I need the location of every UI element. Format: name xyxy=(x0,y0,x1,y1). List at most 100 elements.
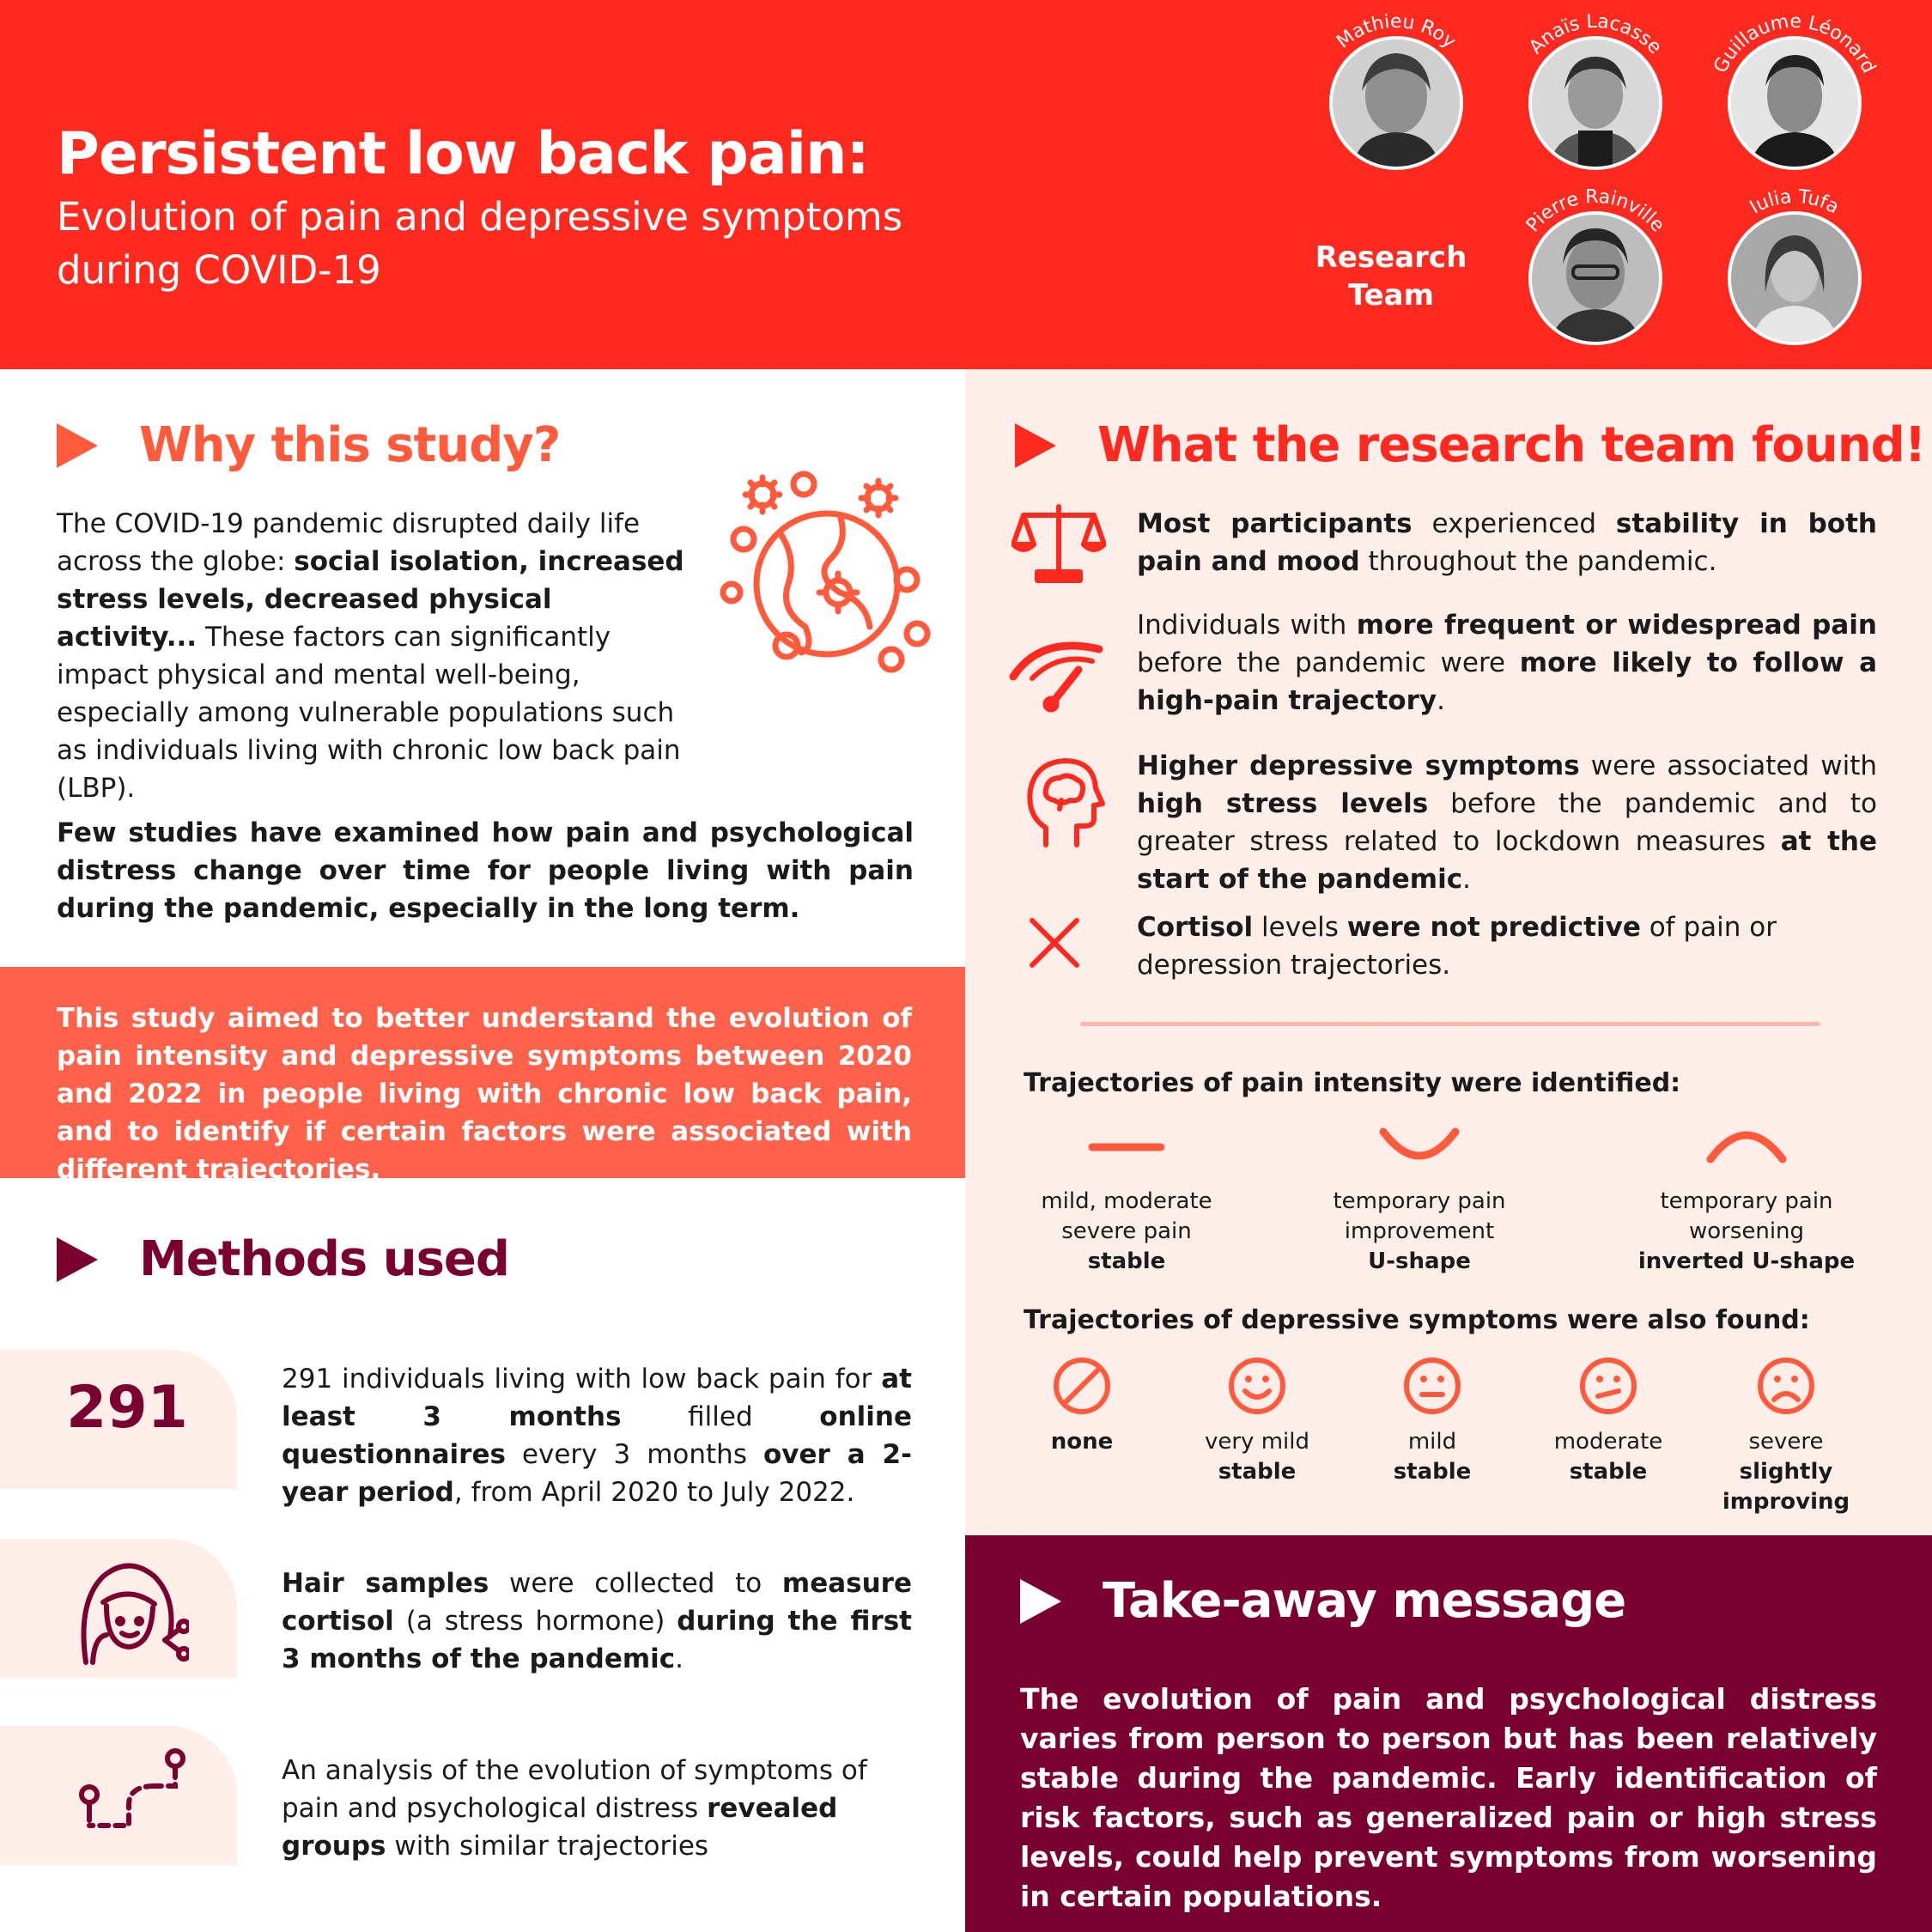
bold-text: revealed groups xyxy=(282,1793,838,1862)
member-name-arc: Iulia Tufa xyxy=(1747,186,1843,219)
face-mild-icon xyxy=(1404,1358,1461,1414)
globe-virus-icon xyxy=(720,471,931,673)
text: , from April 2020 to July 2022. xyxy=(453,1477,855,1508)
why-paragraph-1: The COVID-19 pandemic disrupted daily li… xyxy=(57,505,692,807)
trajectory-label: mild, moderate xyxy=(1041,1188,1212,1214)
takeaway-panel xyxy=(965,1535,1932,1932)
member-name-arc: Anaïs Lacasse xyxy=(1525,11,1666,58)
face-label: severe xyxy=(1748,1429,1824,1455)
face-none-icon xyxy=(1054,1358,1110,1414)
bold-text: Higher depressive symptoms xyxy=(1137,750,1580,781)
text: . xyxy=(675,1643,684,1674)
text: levels xyxy=(1253,912,1347,943)
text: every 3 months xyxy=(505,1439,763,1470)
trajectory-type: stable xyxy=(1087,1249,1166,1274)
takeaway-text: The evolution of pain and psychological … xyxy=(1020,1682,1877,1913)
method-tab-analysis xyxy=(0,1726,237,1865)
scale-icon xyxy=(1012,504,1106,583)
face-type: stable xyxy=(1393,1459,1472,1485)
method-tab-participants xyxy=(0,1350,237,1489)
text: before the pandemic were xyxy=(1137,647,1520,678)
aim-text: This study aimed to better understand th… xyxy=(57,1003,912,1185)
findings-panel xyxy=(965,369,1932,1535)
trajectory-type: U-shape xyxy=(1368,1249,1471,1274)
triangle-bullet-icon xyxy=(57,1236,98,1282)
methods-section-heading: Methods used xyxy=(57,1231,510,1287)
research-team-label: Research Team xyxy=(1314,239,1468,314)
trajectory-label: severe pain xyxy=(1061,1218,1192,1244)
finding-1-text: Most participants experienced stability … xyxy=(1137,505,1877,580)
bold-text: Most participants xyxy=(1137,508,1413,539)
text: experienced xyxy=(1412,508,1616,539)
svg-text:Pierre Rainville: Pierre Rainville xyxy=(1522,186,1668,236)
triangle-bullet-icon xyxy=(1020,1578,1061,1624)
finding-3-text: Higher depressive symptoms were associat… xyxy=(1137,747,1877,898)
bold-text: were not predictive xyxy=(1346,912,1641,943)
trajectory-label: temporary pain xyxy=(1660,1188,1833,1214)
bold-text: online questionnaires xyxy=(282,1401,912,1470)
aim-box xyxy=(0,967,965,1178)
text: filled xyxy=(621,1401,820,1432)
text: with similar trajectories xyxy=(386,1831,709,1862)
triangle-bullet-icon xyxy=(1015,422,1056,468)
trajectory-label: improvement xyxy=(1344,1218,1495,1244)
method-analysis-text: An analysis of the evolution of symptoms… xyxy=(282,1752,912,1865)
trajectory-type: inverted U-shape xyxy=(1637,1249,1856,1274)
why-text: These factors can significantly impact p… xyxy=(57,622,681,804)
svg-text:Iulia Tufa: Iulia Tufa xyxy=(1747,186,1843,219)
u-curve-icon xyxy=(1379,1127,1460,1160)
text: of pain or depression trajectories. xyxy=(1137,912,1777,981)
face-very-mild-icon xyxy=(1229,1358,1285,1414)
text: before the pandemic and to greater stres… xyxy=(1137,788,1877,857)
page-title: Persistent low back pain: xyxy=(57,120,870,188)
text: (a stress hormone) xyxy=(393,1606,677,1637)
divider xyxy=(1080,1022,1820,1026)
why-text: The COVID-19 pandemic disrupted daily li… xyxy=(57,508,641,577)
why-section-heading: Why this study? xyxy=(57,417,561,473)
member-name-arc: Mathieu Roy xyxy=(1333,11,1460,53)
hair-scissors-icon xyxy=(81,1563,189,1665)
svg-text:Guillaume Léonard: Guillaume Léonard xyxy=(1710,11,1879,76)
svg-text:Mathieu Roy: Mathieu Roy xyxy=(1333,11,1460,53)
pain-trajectory-u-shape: temporary pain improvement U-shape xyxy=(1291,1125,1548,1277)
face-moderate-icon xyxy=(1580,1358,1637,1414)
team-member-3: Guillaume Léonard xyxy=(1710,11,1880,170)
trajectory-label: temporary pain xyxy=(1333,1188,1506,1214)
depressive-trajectory-very-mild: very mild stable xyxy=(1163,1355,1352,1487)
face-label: moderate xyxy=(1553,1429,1663,1455)
bold-text: Cortisol xyxy=(1137,912,1254,943)
method-tab-hair xyxy=(0,1539,237,1678)
face-type: slightly improving xyxy=(1722,1459,1850,1515)
path-icon xyxy=(79,1748,185,1828)
avatar xyxy=(1528,211,1662,345)
face-type: none xyxy=(1050,1429,1114,1455)
why-bold-factors: social isolation, increased stress level… xyxy=(57,546,684,653)
depressive-trajectory-severe: severe slightly improving xyxy=(1687,1355,1885,1517)
triangle-bullet-icon xyxy=(57,422,98,468)
team-member-2: Anaïs Lacasse xyxy=(1525,11,1666,170)
text: throughout the pandemic. xyxy=(1359,546,1717,577)
text: were collected to xyxy=(489,1568,782,1599)
trajectory-label: worsening xyxy=(1688,1218,1805,1244)
why-title: Why this study? xyxy=(139,417,561,473)
text: . xyxy=(1462,864,1471,895)
face-label: very mild xyxy=(1204,1429,1309,1455)
bold-text: at least 3 months xyxy=(282,1364,912,1432)
x-icon xyxy=(1030,918,1079,968)
team-member-4: Pierre Rainville xyxy=(1522,186,1668,345)
face-label: mild xyxy=(1407,1429,1457,1455)
bold-text: measure cortisol xyxy=(282,1568,912,1637)
depressive-trajectory-none: none xyxy=(987,1355,1176,1457)
inverted-u-curve-icon xyxy=(1706,1131,1787,1163)
method-hair-text: Hair samples were collected to measure c… xyxy=(282,1564,912,1678)
pain-trajectories-heading: Trajectories of pain intensity were iden… xyxy=(1024,1068,1681,1098)
depressive-trajectory-mild: mild stable xyxy=(1338,1355,1527,1487)
text: Individuals with xyxy=(1137,610,1357,641)
face-severe-icon xyxy=(1758,1358,1814,1414)
bold-text: more likely to follow a high-pain trajec… xyxy=(1137,647,1877,716)
flat-line-icon xyxy=(1088,1143,1165,1151)
gauge-icon xyxy=(1009,641,1103,713)
takeaway-section-heading: Take-away message xyxy=(1020,1573,1626,1629)
method-participants-text: 291 individuals living with low back pai… xyxy=(282,1360,912,1511)
avatar xyxy=(1329,36,1463,170)
